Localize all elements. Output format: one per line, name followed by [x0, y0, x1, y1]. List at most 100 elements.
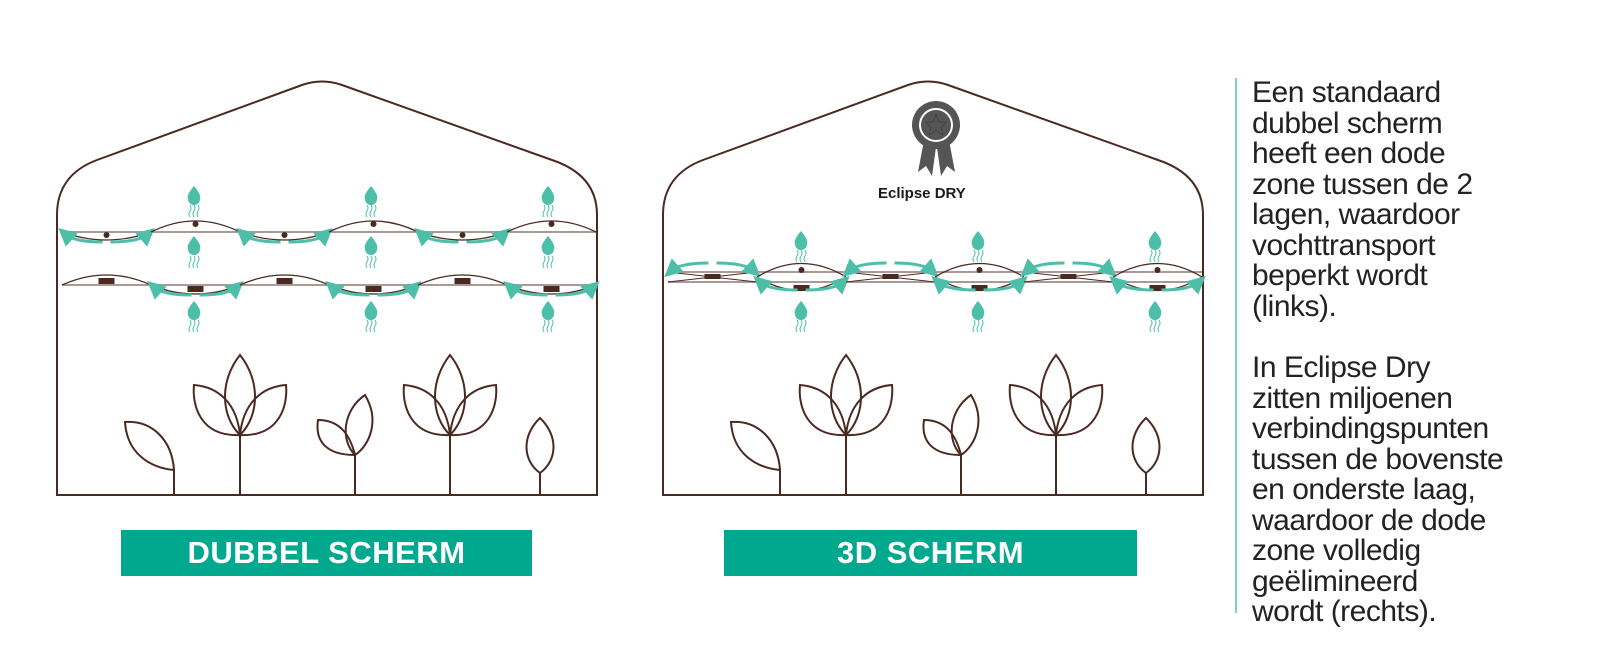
vapor-icon — [803, 319, 807, 333]
moisture-arrow — [894, 258, 939, 277]
screen-connector — [548, 221, 555, 227]
screen-strip — [543, 286, 560, 292]
moisture-arrow — [288, 228, 333, 247]
vapor-icon — [196, 204, 200, 218]
moisture-arrow — [199, 281, 244, 300]
vapor-icon — [546, 319, 550, 333]
description-paragraph-1: Een standaard dubbel scherm heeft een do… — [1252, 76, 1473, 323]
water-drop-icon — [364, 186, 378, 205]
moisture-arrow — [236, 228, 281, 247]
plant-leaf — [123, 420, 175, 495]
greenhouse — [56, 80, 600, 496]
vapor-icon — [795, 319, 799, 333]
vapor-icon — [196, 319, 200, 333]
vapor-icon — [369, 319, 373, 333]
screen-strip — [882, 274, 899, 279]
vapor-icon — [188, 319, 192, 333]
screen-strip — [276, 278, 293, 284]
vapor-icon — [972, 249, 976, 263]
vapor-icon — [365, 255, 369, 269]
vapor-icon — [365, 319, 369, 333]
screen-connector — [1154, 267, 1161, 273]
moisture-arrow — [325, 281, 370, 300]
plants — [123, 353, 555, 495]
plant-leaf — [316, 418, 356, 456]
vapor-icon — [976, 319, 980, 333]
plant-leaf — [402, 383, 451, 437]
plant-leaf — [798, 383, 847, 437]
vapor-icon — [369, 255, 373, 269]
plant-leaf — [449, 383, 498, 437]
screen-strip — [187, 286, 204, 292]
plant-leaf — [950, 393, 980, 456]
plant-leaf — [192, 383, 241, 437]
screen-connector — [192, 221, 199, 227]
vapor-icon — [976, 249, 980, 263]
screen-fold — [61, 274, 152, 286]
greenhouse-outline — [662, 80, 1204, 496]
plant-leaf — [845, 383, 894, 437]
water-drop-icon — [364, 236, 378, 255]
label-3d-scherm: 3D SCHERM — [724, 530, 1137, 576]
divider — [1235, 78, 1237, 613]
greenhouse-outline — [56, 80, 598, 496]
badge-ring — [919, 108, 953, 142]
vapor-icon — [1157, 249, 1161, 263]
moisture-arrow — [1109, 276, 1154, 295]
water-drop-icon — [541, 236, 555, 255]
label-dubbel-scherm: DUBBEL SCHERM — [121, 530, 532, 576]
vapor-icon — [542, 204, 546, 218]
moisture-arrow — [983, 276, 1028, 295]
water-drop-icon — [794, 301, 808, 320]
plant-bud — [1040, 353, 1072, 436]
plant-leaf — [344, 393, 374, 456]
moisture-arrow — [414, 228, 459, 247]
water-drop-icon — [187, 186, 201, 205]
water-drop-icon — [794, 231, 808, 250]
screen-strip — [971, 285, 988, 290]
water-drop-icon — [1148, 301, 1162, 320]
vapor-icon — [799, 319, 803, 333]
vapor-icon — [542, 319, 546, 333]
moisture-arrow — [555, 281, 600, 300]
water-drop-icon — [187, 301, 201, 320]
vapor-icon — [192, 204, 196, 218]
water-drop-icon — [971, 301, 985, 320]
vapor-icon — [803, 249, 807, 263]
plant-bud — [525, 416, 555, 495]
screen-strip — [454, 278, 471, 284]
moisture-arrow — [1161, 276, 1206, 295]
plants — [729, 353, 1161, 495]
moisture-arrow — [753, 276, 798, 295]
vapor-icon — [192, 255, 196, 269]
screen-connector — [370, 221, 377, 227]
plant-leaf — [1008, 383, 1057, 437]
moisture-arrow — [1072, 258, 1117, 277]
screen-fold — [239, 274, 330, 286]
vapor-icon — [192, 319, 196, 333]
screen-fold — [1112, 262, 1203, 278]
water-drop-icon — [541, 186, 555, 205]
plant-bud — [830, 353, 862, 436]
screen-fold — [417, 274, 508, 286]
vapor-icon — [365, 204, 369, 218]
description-paragraph-2: In Eclipse Dry zitten miljoenen verbindi… — [1252, 351, 1504, 628]
vapor-icon — [188, 255, 192, 269]
plant-leaf — [1055, 383, 1104, 437]
greenhouse — [662, 80, 1206, 496]
vapor-icon — [1149, 319, 1153, 333]
plant-leaf — [922, 418, 962, 456]
screen-strip — [704, 274, 721, 279]
plant-bud — [434, 353, 466, 436]
screen-strip — [793, 285, 810, 290]
moisture-arrow — [147, 281, 192, 300]
vapor-icon — [980, 319, 984, 333]
vapor-icon — [546, 204, 550, 218]
vapor-icon — [373, 319, 377, 333]
vapor-icon — [1157, 319, 1161, 333]
moisture-arrow — [805, 276, 850, 295]
vapor-icon — [542, 255, 546, 269]
vapor-icon — [373, 204, 377, 218]
plant-leaf — [239, 383, 288, 437]
screen-connector — [103, 232, 110, 238]
